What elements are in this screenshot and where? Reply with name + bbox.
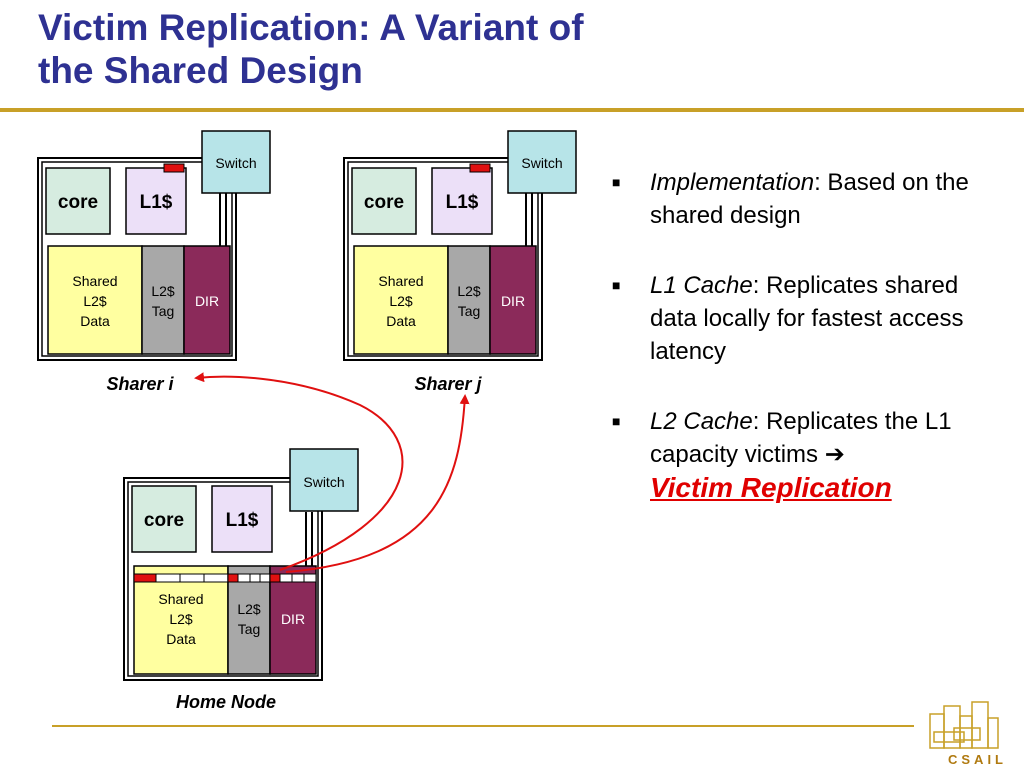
footer-rule [52,725,914,727]
shared-label: Shared [72,273,117,289]
bullet-implementation: ■ Implementation: Based on the shared de… [610,166,1010,232]
title-rule [0,108,1024,112]
csail-logo-text: CSAIL [948,752,1007,767]
sharer-i-caption: Sharer i [106,374,174,394]
l1-cache-box [431,167,493,235]
bullet-list: ■ Implementation: Based on the shared de… [610,166,1010,543]
bullet-marker: ■ [612,413,621,429]
tile-inner-outline [347,161,539,357]
l2-tag-box [447,245,491,355]
core-label: core [364,192,404,213]
replication-arrow-to-sharer-j [285,394,470,573]
l2-tag-label: Tag [458,303,481,319]
dir-label: DIR [195,293,219,309]
shared-label: L2$ [389,293,413,309]
shared-label: Shared [378,273,423,289]
shared-label: Shared [158,591,203,607]
bullet-term: Implementation [650,169,815,196]
bullet-l1-cache: ■ L1 Cache: Replicates shared data local… [610,269,1010,368]
shared-label: Data [386,313,416,329]
tile-outline [37,157,237,361]
shared-label: L2$ [83,293,107,309]
switch-box [289,448,359,512]
tile-inner-outline [127,481,319,677]
switch-box [507,130,577,194]
core-label: core [58,192,98,213]
title-line-2: the Shared Design [38,50,363,91]
l1-cache-box [211,485,273,553]
l2-tag-label: L2$ [151,283,175,299]
dir-box [489,245,537,355]
bullet-l2-cache: ■ L2 Cache: Replicates the L1 capacity v… [610,405,1010,506]
home-node-caption: Home Node [176,692,276,712]
slide-title: Victim Replication: A Variant of the Sha… [38,6,584,92]
shared-label: Data [166,631,196,647]
shared-l2-data-box [47,245,143,355]
core-box [45,167,111,235]
bullet-text: : Replicates the L1 capacity victims ➔ [650,408,952,468]
bullet-term: L1 Cache [650,272,753,299]
tile-sharer-j: Switch core L1$ Shared L2$ Data L2$ Tag … [343,130,577,394]
dir-replica-block [269,573,281,583]
core-label: core [144,510,184,531]
core-box [131,485,197,553]
tile-home-node: Switch core L1$ Shared L2$ Data L2$ Tag … [123,448,359,712]
l2-tag-label: Tag [152,303,175,319]
l2-tag-box [227,565,271,675]
replication-arrow-to-sharer-i [194,372,404,571]
bullet-term: L2 Cache [650,408,753,435]
shared-l2-data-box [133,565,229,675]
tag-replica-block [227,573,239,583]
l1-cache-box [125,167,187,235]
shared-label: L2$ [169,611,193,627]
l2-tag-label: Tag [238,621,261,637]
sharer-j-caption: Sharer j [414,374,482,394]
l2-tag-label: L2$ [237,601,261,617]
dir-label: DIR [501,293,525,309]
bullet-marker: ■ [612,174,621,190]
core-box [351,167,417,235]
tile-outline [343,157,543,361]
victim-replication-emphasis: Victim Replication [650,472,892,503]
dir-label: DIR [281,611,305,627]
l1-label: L1$ [140,192,173,213]
shared-l2-data-box [353,245,449,355]
switch-label: Switch [303,474,344,490]
dir-box [183,245,231,355]
l2-tag-box [141,245,185,355]
bullet-marker: ■ [612,277,621,293]
tile-inner-outline [41,161,233,357]
tile-sharer-i: Switch core L1$ Shared L2$ Data L2$ Tag … [37,130,271,394]
tile-outline [123,477,323,681]
l1-label: L1$ [226,510,259,531]
csail-logo [929,701,999,749]
bullet-text: : Based on the shared design [650,169,969,229]
bullet-text: : Replicates shared data locally for fas… [650,272,964,365]
shared-label: Data [80,313,110,329]
l1-replica-block [163,163,185,173]
switch-label: Switch [521,155,562,171]
l1-label: L1$ [446,192,479,213]
switch-box [201,130,271,194]
replica-block [133,573,157,583]
title-line-1: Victim Replication: A Variant of [38,7,584,48]
switch-label: Switch [215,155,256,171]
l2-tag-label: L2$ [457,283,481,299]
l1-replica-block [469,163,491,173]
